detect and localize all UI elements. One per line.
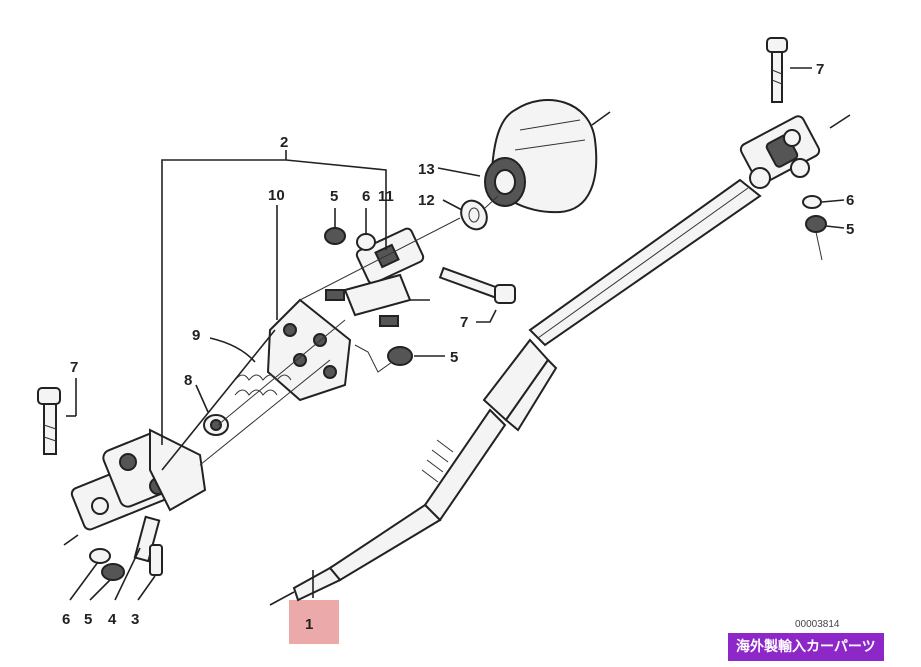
label-part-8: 8: [184, 372, 192, 389]
bolt-middle: [438, 266, 516, 323]
label-part-5-right: 5: [846, 221, 854, 238]
label-part-5-lower: 5: [84, 611, 92, 628]
label-part-12: 12: [418, 192, 435, 209]
label-part-6-lower: 6: [62, 611, 70, 628]
rubber-boot: [484, 99, 611, 214]
bolt-top-right: [766, 37, 812, 103]
washer-nut-right: [802, 195, 845, 261]
label-part-7-top: 7: [816, 61, 824, 78]
bolt-left: [37, 378, 77, 455]
lower-universal-joint: [63, 428, 207, 546]
upper-universal-joint: [739, 114, 851, 189]
label-part-6-top: 6: [362, 188, 370, 205]
watermark-banner: 海外製輸入カーパーツ: [728, 633, 884, 661]
lower-fasteners: [69, 515, 163, 601]
label-part-9: 9: [192, 327, 200, 344]
label-part-10: 10: [268, 187, 285, 204]
label-part-7-left: 7: [70, 359, 78, 376]
clamp-11: [325, 227, 430, 327]
grouping-bracket: [161, 150, 461, 471]
label-part-3: 3: [131, 611, 139, 628]
diagram-reference-number: 00003814: [795, 619, 840, 630]
label-part-11: 11: [378, 188, 394, 205]
label-part-7-mid: 7: [460, 314, 468, 331]
label-part-4: 4: [108, 611, 117, 628]
label-part-2: 2: [280, 134, 288, 151]
ring-12: [437, 167, 499, 231]
label-part-13: 13: [418, 161, 435, 178]
part-1-highlight: [289, 600, 339, 644]
nut-5-mid: [354, 344, 445, 373]
label-part-5-mid: 5: [450, 349, 458, 366]
steering-shaft: [269, 178, 762, 606]
label-part-6-right: 6: [846, 192, 854, 209]
nut-washer-mid: [324, 208, 387, 251]
label-part-1: 1: [305, 616, 313, 633]
label-part-5-top: 5: [330, 188, 338, 205]
